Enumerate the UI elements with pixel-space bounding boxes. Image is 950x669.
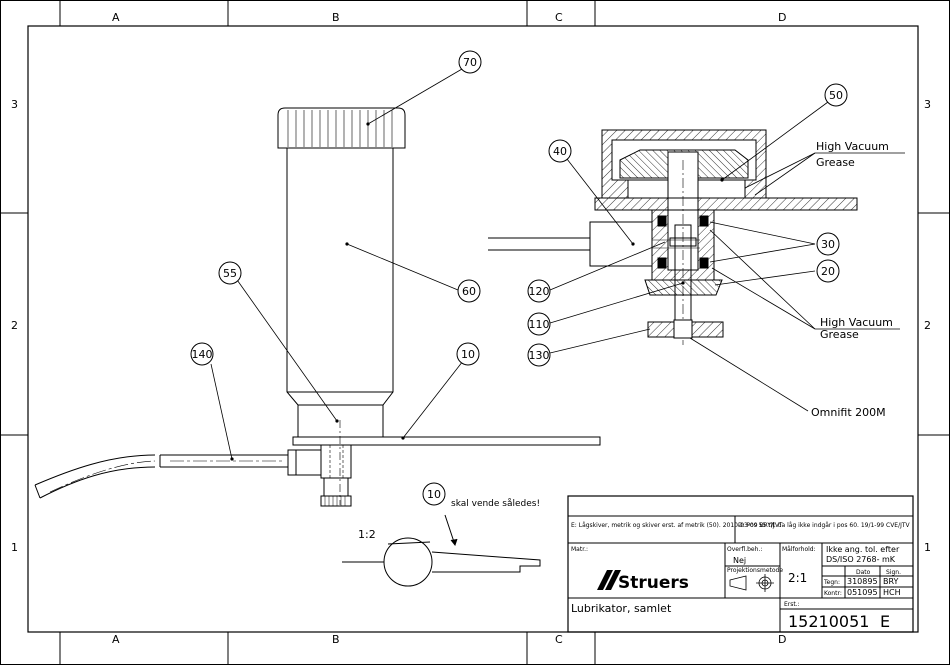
hv-grease-top-1: High Vacuum [816, 140, 889, 153]
section-plate [594, 197, 858, 211]
zone-col-c-top: C [555, 11, 563, 24]
zone-col-b-bottom: B [332, 633, 340, 646]
zone-col-a-top: A [112, 11, 120, 24]
lubricator-assembly [34, 107, 601, 507]
drawn-label: Tegn: [823, 579, 840, 586]
checked-date: 051095 [847, 588, 878, 597]
surface-value: Nej [733, 556, 746, 565]
revision-e-text: E: Lågskiver, metrik og skiver erst. af … [571, 522, 783, 529]
balloons: 70 50 40 30 20 120 110 130 55 60 140 10 … [190, 50, 848, 506]
plate-part-10 [292, 436, 601, 446]
block-part-55 [297, 404, 384, 438]
struers-logo-icon [597, 570, 621, 590]
hv-grease-top-2: Grease [816, 156, 855, 169]
hv-grease-bottom-2: Grease [820, 328, 859, 341]
checked-sign: HCH [883, 588, 901, 597]
projection-symbol-icon [729, 574, 774, 592]
title-block [567, 495, 914, 633]
scale-value: 2:1 [788, 571, 807, 585]
zone-col-a-bottom: A [112, 633, 120, 646]
zone-row-2-right: 2 [924, 319, 931, 332]
svg-text:60: 60 [462, 285, 476, 298]
zone-labels: A B C D A B C D 3 2 1 3 2 1 [11, 11, 931, 646]
knurled-knob [320, 495, 352, 507]
replaces-label: Erst.: [784, 601, 800, 608]
company-name: Struers [618, 573, 689, 593]
notes: High Vacuum Grease High Vacuum Grease Om… [358, 140, 893, 541]
zone-row-1-left: 1 [11, 541, 18, 554]
drawing-number: 15210051 [788, 612, 869, 631]
drawn-sign: BRY [883, 577, 899, 586]
zone-col-d-bottom: D [778, 633, 786, 646]
balloon-120: 120 [527, 279, 551, 303]
svg-text:140: 140 [192, 348, 213, 361]
balloon-20: 20 [816, 259, 840, 283]
zone-col-b-top: B [332, 11, 340, 24]
svg-text:10: 10 [461, 348, 475, 361]
svg-text:70: 70 [463, 56, 477, 69]
balloon-110: 110 [527, 312, 551, 336]
zone-row-2-left: 2 [11, 319, 18, 332]
zone-row-3-left: 3 [11, 98, 18, 111]
title-block-text: E: Lågskiver, metrik og skiver erst. af … [571, 522, 911, 631]
balloon-130: 130 [527, 343, 551, 367]
orientation-note: skal vende således! [451, 498, 540, 509]
svg-text:120: 120 [529, 285, 550, 298]
sign-header: Sign. [886, 569, 901, 576]
detail-view [342, 514, 541, 587]
tolerance-line-1: Ikke ang. tol. efter [826, 545, 900, 554]
projection-label: Projektionsmetode [727, 567, 783, 574]
reservoir-part-60 [286, 148, 394, 406]
balloon-50: 50 [824, 83, 848, 107]
detail-scale: 1:2 [358, 528, 376, 541]
balloon-70: 70 [458, 50, 482, 74]
zone-row-1-right: 1 [924, 541, 931, 554]
revision-d-text: D: Pos 55 tlf. da låg ikke indgår i pos … [738, 522, 911, 529]
cap-part-70 [277, 107, 406, 149]
zone-row-3-right: 3 [924, 98, 931, 111]
hv-grease-bottom-1: High Vacuum [820, 316, 893, 329]
svg-text:110: 110 [529, 318, 550, 331]
balloon-60: 60 [457, 279, 481, 303]
date-header: Dato [856, 569, 871, 576]
material-label: Matr.: [571, 546, 588, 553]
leader-dots [230, 122, 724, 461]
svg-text:30: 30 [821, 238, 835, 251]
tolerance-line-2: DS/ISO 2768- mK [826, 555, 896, 564]
section-detail [488, 129, 858, 345]
balloon-30: 30 [816, 232, 840, 256]
svg-text:40: 40 [553, 145, 567, 158]
zone-col-d-top: D [778, 11, 786, 24]
omnifit-note: Omnifit 200M [811, 406, 886, 419]
balloon-55: 55 [218, 261, 242, 285]
zone-col-c-bottom: C [555, 633, 563, 646]
leader-lines [210, 68, 905, 460]
checked-label: Kontr: [824, 590, 842, 597]
balloon-10-detail: 10 [422, 482, 446, 506]
balloon-10: 10 [456, 342, 480, 366]
balloon-140: 140 [190, 342, 214, 366]
svg-text:20: 20 [821, 265, 835, 278]
svg-text:55: 55 [223, 267, 237, 280]
scale-label: Målforhold: [782, 546, 816, 553]
drawn-date: 310895 [847, 577, 878, 586]
balloon-40: 40 [548, 139, 572, 163]
drawing-revision: E [880, 612, 890, 631]
svg-text:130: 130 [529, 349, 550, 362]
svg-text:10: 10 [427, 488, 441, 501]
svg-text:50: 50 [829, 89, 843, 102]
surface-label: Overfl.beh.: [727, 546, 762, 553]
drawing-title: Lubrikator, samlet [571, 602, 672, 615]
